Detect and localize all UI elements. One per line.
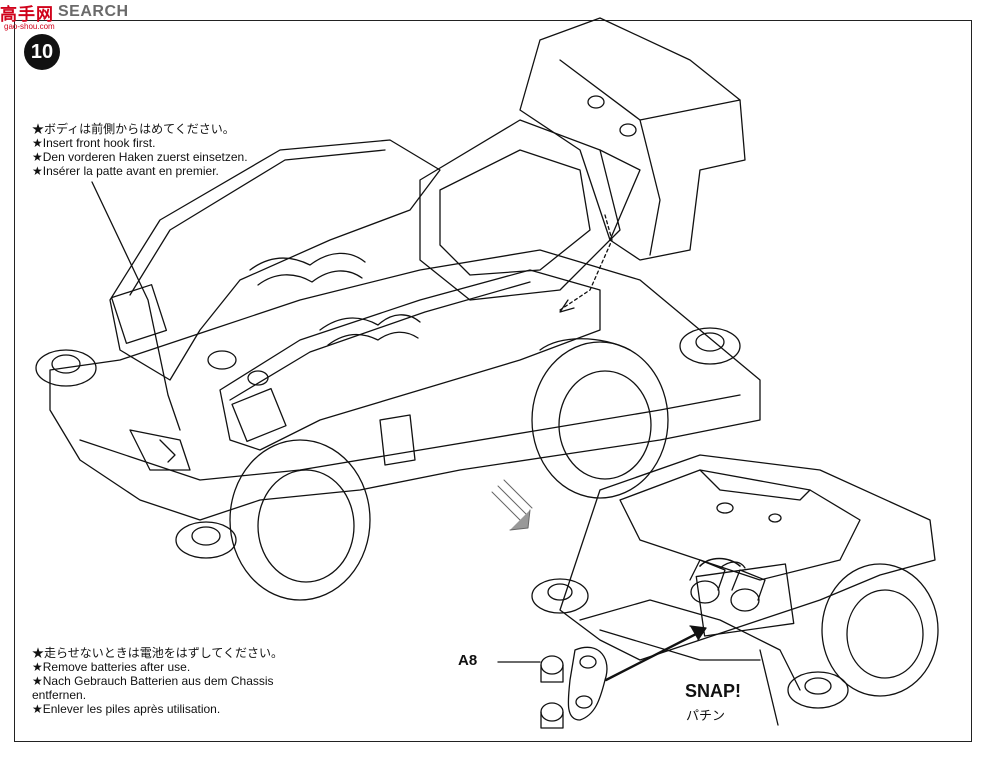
main-car-body xyxy=(110,18,745,450)
instruction-frame xyxy=(14,20,972,742)
detail-car xyxy=(532,455,938,708)
watermark: 高手网 SEARCH gao-shou.com xyxy=(0,0,129,31)
note-line: ★Den vorderen Haken zuerst einsetzen. xyxy=(32,150,248,164)
detail-arrow xyxy=(492,480,532,530)
leader-line-front-hook xyxy=(92,182,180,430)
snap-label: SNAP! xyxy=(685,681,742,701)
watermark-search: SEARCH xyxy=(58,3,129,20)
front-hook-note: ★ボディは前側からはめてください。 ★Insert front hook fir… xyxy=(32,122,248,178)
note-line: ★Insert front hook first. xyxy=(32,136,156,150)
watermark-url: gao-shou.com xyxy=(4,22,55,31)
note-line: ★Nach Gebrauch Batterien aus dem Chassis xyxy=(32,674,274,688)
note-line: ★Insérer la patte avant en premier. xyxy=(32,164,219,178)
part-label-a8: A8 xyxy=(458,652,478,669)
step-number-badge: 10 xyxy=(24,34,60,70)
snap-label-jp: パチン xyxy=(686,708,726,723)
note-line: entfernen. xyxy=(32,688,87,702)
watermark-brand: 高手网 xyxy=(0,4,54,24)
a8-part xyxy=(498,626,706,728)
main-car-rollers xyxy=(36,96,740,558)
step-number: 10 xyxy=(30,40,54,63)
main-car-wheels xyxy=(230,339,668,600)
battery-note: ★走らせないときは電池をはずしてください。 ★Remove batteries … xyxy=(32,646,283,716)
note-line: ★Enlever les piles après utilisation. xyxy=(32,702,221,716)
snap-leader-line xyxy=(760,650,778,725)
main-car-chassis xyxy=(50,250,760,520)
note-line: ★ボディは前側からはめてください。 xyxy=(32,122,235,136)
note-line: ★走らせないときは電池をはずしてください。 xyxy=(32,646,284,660)
note-line: ★Remove batteries after use. xyxy=(32,660,191,674)
